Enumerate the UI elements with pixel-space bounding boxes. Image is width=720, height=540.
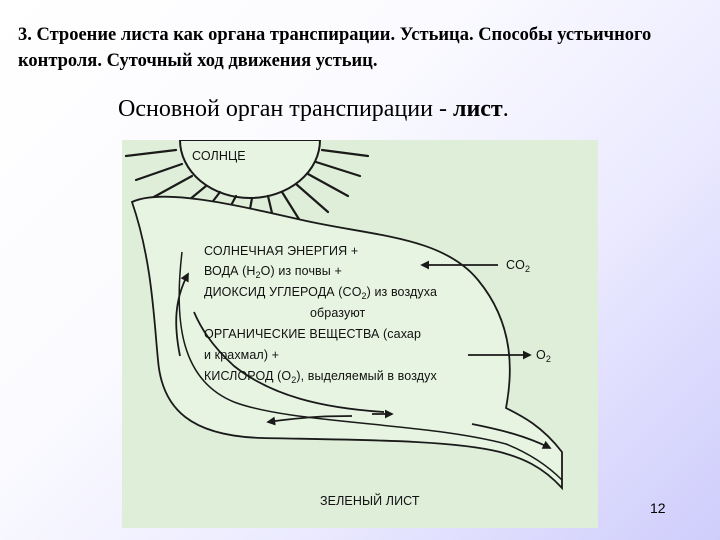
oxygen-subscript: 2 — [291, 375, 297, 385]
water-part-b: O) из почвы + — [260, 264, 342, 278]
co2-label-subscript: 2 — [524, 264, 531, 274]
oxygen-part-a: КИСЛОРОД (O — [204, 369, 292, 383]
text-organic-matter: ОРГАНИЧЕСКИЕ ВЕЩЕСТВА (сахар — [204, 327, 422, 341]
o2-label-subscript: 2 — [545, 354, 551, 364]
text-solar-energy: СОЛНЕЧНАЯ ЭНЕРГИЯ + — [204, 244, 359, 258]
oxygen-part-b: ), выделяемый в воздух — [296, 369, 437, 383]
o2-label-text: O — [536, 348, 546, 362]
leaf-diagram-panel: СОЛНЦЕ СОЛНЕЧНАЯ ЭНЕРГИЯ + ВОДА (H2O) из… — [122, 140, 598, 528]
text-form: образуют — [310, 306, 366, 320]
text-carbon-dioxide: ДИОКСИД УГЛЕРОДА (CO2) из воздуха — [204, 285, 438, 301]
subtitle-suffix: . — [502, 96, 509, 122]
co2-label: CO2 — [506, 258, 531, 274]
text-starch: и крахмал) + — [204, 348, 280, 362]
water-part-a: ВОДА (H — [204, 264, 256, 278]
arrow-to-stem — [471, 423, 552, 449]
co2-label-text: CO — [506, 258, 525, 272]
co2-line-part-a: ДИОКСИД УГЛЕРОДА (CO — [204, 285, 362, 299]
co2-line-part-b: ) из воздуха — [366, 285, 438, 299]
text-oxygen: КИСЛОРОД (O2), выделяемый в воздух — [204, 369, 437, 385]
sun-icon — [124, 140, 370, 234]
co2-line-subscript: 2 — [361, 291, 367, 301]
slide-subtitle: Основной орган транспирации - лист. — [118, 96, 509, 123]
subtitle-bold-word: лист — [452, 96, 503, 122]
green-leaf-label: ЗЕЛЕНЫЙ ЛИСТ — [320, 494, 420, 508]
water-subscript: 2 — [255, 270, 261, 280]
leaf-outline — [130, 195, 563, 491]
text-water: ВОДА (H2O) из почвы + — [204, 264, 342, 280]
arrow-return — [193, 311, 385, 413]
subtitle-prefix: Основной орган транспирации - — [118, 96, 453, 122]
slide-heading: 3. Строение листа как органа транспираци… — [18, 25, 652, 71]
sun-label: СОЛНЦЕ — [192, 149, 246, 163]
leaf-vein — [178, 251, 563, 481]
arrow-back — [266, 415, 353, 426]
o2-label: O2 — [536, 348, 551, 364]
leaf-diagram — [124, 140, 563, 491]
slide-number: 12 — [650, 500, 666, 516]
arrow-upward — [175, 272, 189, 357]
